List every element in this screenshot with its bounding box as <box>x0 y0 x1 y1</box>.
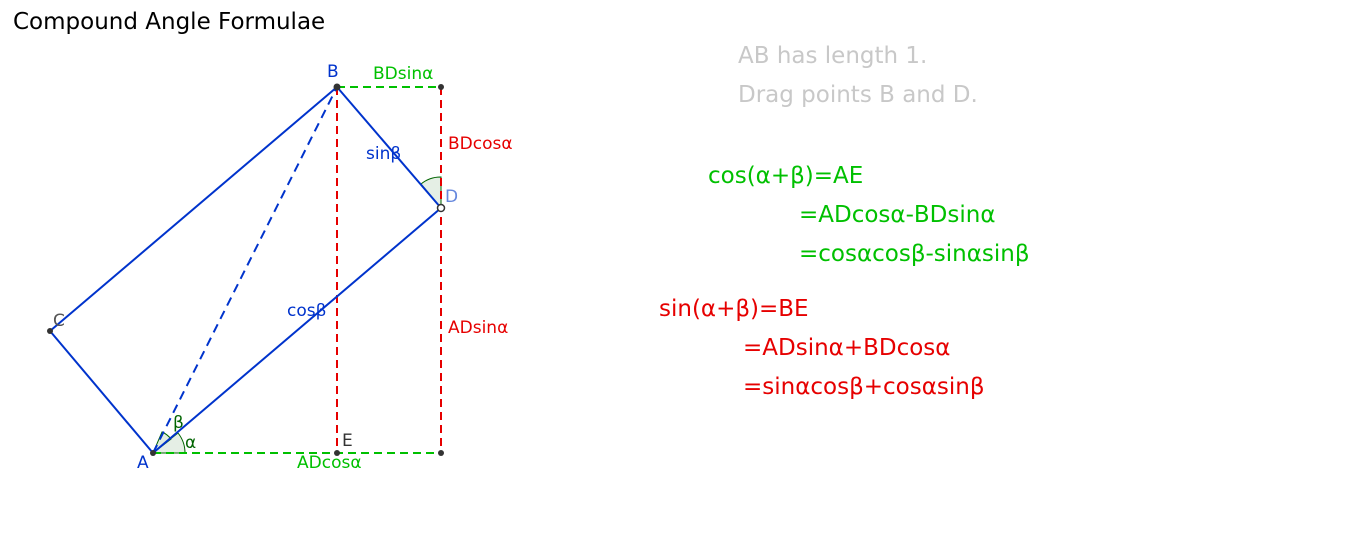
cos-formula-line3: =cosαcosβ-sinαsinβ <box>799 241 1030 267</box>
sin-formula-line3: =sinαcosβ+cosαsinβ <box>743 374 985 400</box>
sin-formula-line1: sin(α+β)=BE <box>659 296 809 322</box>
label-adcosa: ADcosα <box>297 453 362 473</box>
point-top-right <box>438 84 444 90</box>
segment-bc <box>49 86 338 332</box>
label-bdcosa: BDcosα <box>448 134 513 154</box>
segment-db <box>336 86 442 209</box>
point-b[interactable] <box>333 83 341 91</box>
label-point-c: C <box>53 311 65 331</box>
label-point-a: A <box>137 453 149 473</box>
label-point-b: B <box>327 62 339 82</box>
cos-formula-line2: =ADcosα-BDsinα <box>799 202 996 228</box>
segment-ca <box>49 330 154 454</box>
cos-formula-line1: cos(α+β)=AE <box>708 163 864 189</box>
segment-ad <box>152 207 442 454</box>
page-title: Compound Angle Formulae <box>13 9 326 35</box>
point-a <box>150 450 156 456</box>
label-sinb: sinβ <box>366 144 401 164</box>
label-cosb: cosβ <box>287 301 326 321</box>
point-bottom-right <box>438 450 444 456</box>
sin-formula-line2: =ADsinα+BDcosα <box>743 335 951 361</box>
point-e <box>334 450 340 456</box>
label-angle-beta: β <box>173 413 184 433</box>
label-bdsina: BDsinα <box>373 64 433 84</box>
instruction-drag: Drag points B and D. <box>738 82 978 108</box>
label-point-d: D <box>445 187 458 207</box>
label-point-e: E <box>342 431 353 451</box>
segment-ab <box>152 86 338 454</box>
instruction-length: AB has length 1. <box>738 43 928 69</box>
point-c <box>47 328 53 334</box>
label-adsina: ADsinα <box>448 318 508 338</box>
point-d[interactable] <box>436 203 446 213</box>
label-angle-alpha: α <box>185 433 196 453</box>
